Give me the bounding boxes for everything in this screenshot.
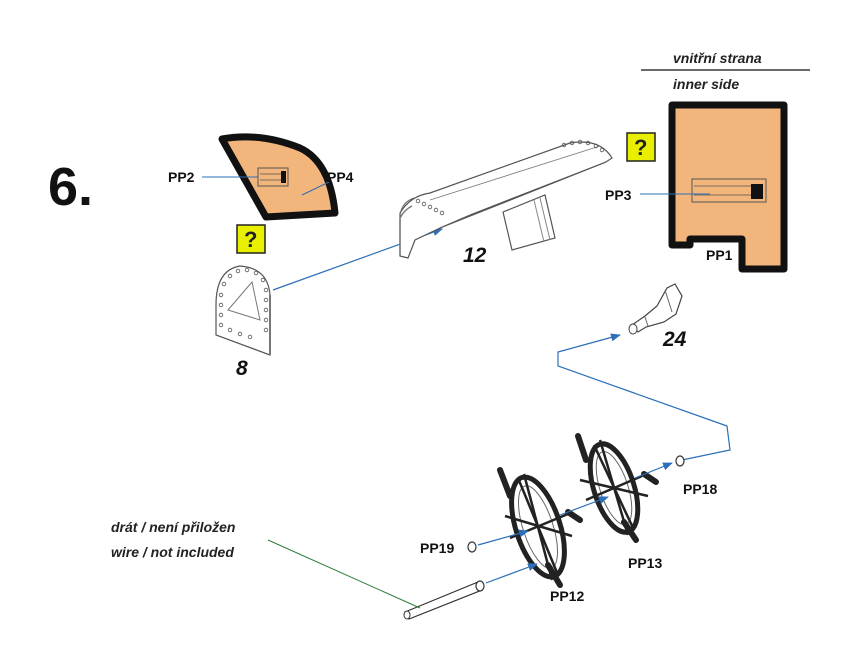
question-mark-icon: ? [634,135,647,160]
step-number: 6. [48,157,93,217]
inner-side-panel [640,101,788,273]
question-badge-right: ? [626,132,656,162]
inset-header-czech: vnitřní strana [673,50,762,66]
wheel-pp12 [497,467,583,588]
label-pp1: PP1 [706,247,733,263]
quarter-circle-part [202,133,339,221]
question-mark-icon: ? [244,227,257,252]
label-pp18: PP18 [683,481,717,497]
label-pp13: PP13 [628,555,662,571]
arrow-pp19 [477,529,529,546]
washer-pp19 [467,541,477,553]
wheel-pp13 [575,433,659,543]
wire-rod [403,580,485,620]
label-part-24: 24 [662,328,687,351]
routing-line-24 [557,333,731,461]
washer-pp18 [675,455,685,467]
label-pp19: PP19 [420,540,454,556]
arrow-to-pp18 [634,462,673,479]
question-badge-left: ? [236,224,266,254]
label-pp3: PP3 [605,187,632,203]
label-pp12: PP12 [550,588,584,604]
arrow-wire [485,563,538,584]
label-pp4: PP4 [327,169,354,185]
wire-note-czech: drát / není přiložen [111,519,235,535]
label-part-8: 8 [236,357,248,380]
wire-leader-line [267,539,421,609]
arrow-axle-upper [559,496,609,516]
label-part-12: 12 [463,244,487,267]
inset-header-english: inner side [673,76,739,92]
label-pp2: PP2 [168,169,195,185]
wire-note-english: wire / not included [111,544,234,560]
part-12 [399,139,613,259]
part-24 [628,283,683,335]
part-8 [215,265,271,356]
